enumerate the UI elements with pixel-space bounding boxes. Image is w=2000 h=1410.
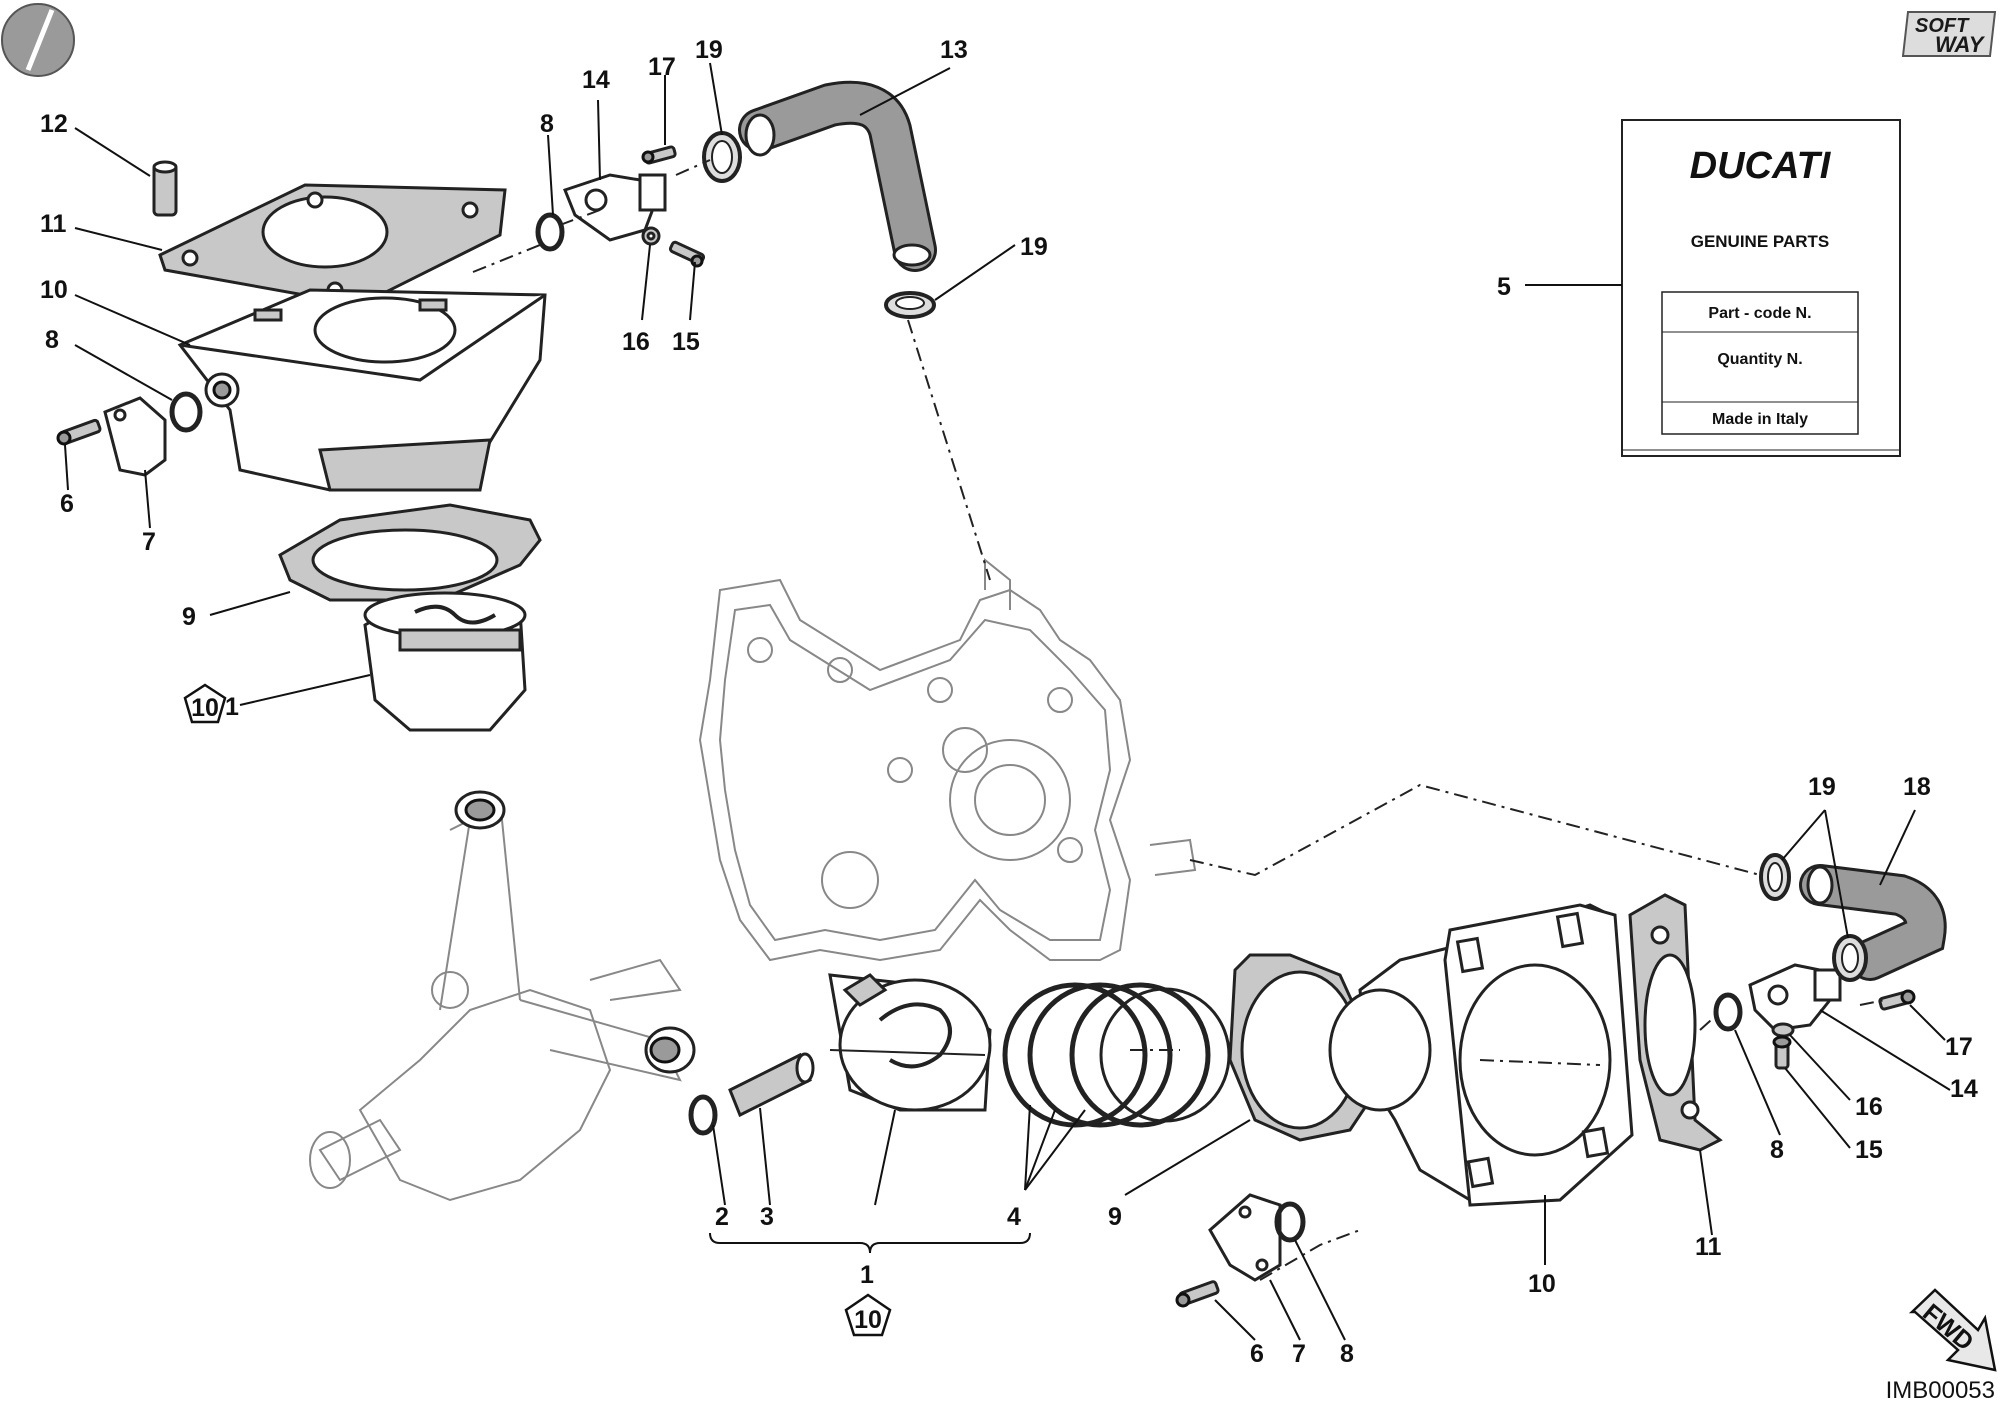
- callout-9: 9: [1108, 1203, 1122, 1231]
- hose-clamp-19-right-a: [1759, 853, 1791, 901]
- callout-10: 10: [40, 276, 68, 304]
- callout-19: 19: [1808, 773, 1836, 801]
- svg-text:10: 10: [191, 694, 219, 722]
- assembly-center-lines: [472, 159, 1886, 1281]
- callout-7: 7: [142, 528, 156, 556]
- screw-15-top: [668, 240, 706, 268]
- leader-lines: [64, 62, 1951, 1341]
- o-ring-left: [169, 391, 203, 433]
- o-ring-right: [1713, 992, 1743, 1032]
- callout-19: 19: [695, 36, 723, 64]
- circlip: [688, 1094, 718, 1136]
- callout-labels: 12 11 10 8 6 7 9 1 8 14 17 19 13 19 16 1…: [40, 36, 1978, 1368]
- pentagon-tag-bottom: 10: [844, 1293, 892, 1337]
- callout-3: 3: [760, 1203, 774, 1231]
- callout-1: 1: [225, 693, 239, 721]
- o-ring-bottom: [1274, 1201, 1306, 1243]
- screw-left: [56, 418, 102, 446]
- piston-pin: [728, 1052, 815, 1118]
- callout-8: 8: [45, 326, 59, 354]
- pentagon-tag-top: 10: [183, 683, 227, 724]
- callout-11: 11: [1695, 1233, 1722, 1261]
- card-row-made-in: Made in Italy: [1712, 411, 1808, 428]
- cylinder-top: [177, 288, 547, 492]
- callout-15: 15: [1855, 1136, 1883, 1164]
- o-ring-top: [535, 212, 565, 252]
- hose-clamp-19-top: [702, 131, 742, 183]
- piston-bottom: [828, 973, 992, 1112]
- hose-clamp-19-right-b: [1832, 934, 1868, 982]
- card-brand: DUCATI: [1690, 145, 1832, 187]
- water-outlet-top: [563, 173, 667, 242]
- cylinder-head-gasket-bottom: [1628, 893, 1723, 1152]
- crankcase-outline: [698, 557, 1197, 962]
- callout-17: 17: [648, 53, 676, 81]
- image-code: IMB00053: [1886, 1377, 1995, 1404]
- coolant-hose-18: [1799, 864, 1947, 981]
- flange-left: [103, 396, 167, 477]
- svg-text:SOFT: SOFT: [1915, 15, 1970, 37]
- callout-6: 6: [60, 490, 74, 518]
- card-subtitle: GENUINE PARTS: [1691, 232, 1830, 251]
- washer-16-top: [641, 226, 661, 246]
- callout-18: 18: [1903, 773, 1931, 801]
- screw-bottom: [1175, 1280, 1220, 1308]
- callout-14: 14: [1950, 1075, 1978, 1103]
- forward-direction-arrow-icon: FWD: [1908, 1288, 1997, 1372]
- callout-17: 17: [1945, 1033, 1973, 1061]
- callout-12: 12: [40, 110, 68, 138]
- genuine-parts-card: DUCATI GENUINE PARTS Part - code N. Quan…: [1621, 119, 1901, 457]
- screw-17-top: [641, 145, 677, 165]
- callout-10: 10: [1528, 1270, 1556, 1298]
- callout-11: 11: [40, 210, 67, 238]
- hose-clamp-19-mid: [884, 291, 936, 319]
- piston-rings: [1002, 982, 1231, 1128]
- cylinder-base-gasket-top: [278, 503, 542, 602]
- washer-16-right: [1771, 1022, 1795, 1038]
- callout-19: 19: [1020, 233, 1048, 261]
- cylinder-bottom: [1328, 903, 1634, 1207]
- coolant-hose-13: [738, 80, 937, 272]
- callout-4: 4: [1007, 1203, 1021, 1231]
- piston-top: [363, 591, 527, 732]
- corner-badge-icon: [1, 3, 75, 77]
- callout-16: 16: [1855, 1093, 1883, 1121]
- callout-16: 16: [622, 328, 650, 356]
- callout-8: 8: [1770, 1136, 1784, 1164]
- callout-1: 1: [860, 1261, 874, 1289]
- cylinder-head-gasket-top: [158, 183, 507, 307]
- crankshaft: [309, 790, 696, 1202]
- callout-9: 9: [182, 603, 196, 631]
- svg-text:WAY: WAY: [1935, 32, 1986, 57]
- callout-13: 13: [940, 36, 968, 64]
- callout-8: 8: [1340, 1340, 1354, 1368]
- water-outlet-bottom: [1748, 963, 1842, 1032]
- callout-6: 6: [1250, 1340, 1264, 1368]
- card-row-part-code: Part - code N.: [1708, 305, 1811, 322]
- screw-17-right: [1878, 989, 1916, 1011]
- svg-text:10: 10: [854, 1306, 882, 1334]
- flange-bottom: [1208, 1193, 1282, 1282]
- callout-7: 7: [1292, 1340, 1306, 1368]
- callout-8: 8: [540, 110, 554, 138]
- callout-2: 2: [715, 1203, 729, 1231]
- callout-5: 5: [1497, 273, 1511, 301]
- card-row-quantity: Quantity N.: [1717, 351, 1802, 368]
- callout-14: 14: [582, 66, 610, 94]
- softway-logo: SOFT WAY: [1901, 11, 1997, 57]
- screw-15-right: [1772, 1035, 1792, 1070]
- dowel-sleeve: [152, 160, 178, 217]
- callout-15: 15: [672, 328, 700, 356]
